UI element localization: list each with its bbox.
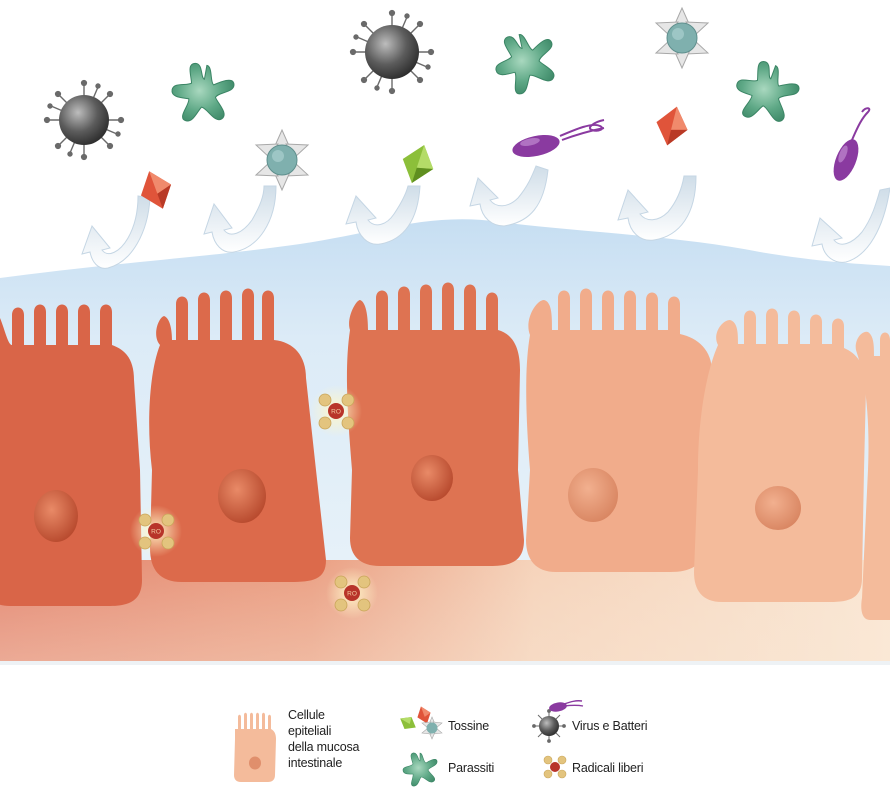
virus-1	[43, 79, 125, 161]
intestinal-mucosa-illustration: RO RO RO	[0, 6, 890, 665]
parasite-3	[736, 61, 800, 122]
nucleus-5	[755, 486, 801, 530]
repel-arrows	[81, 165, 890, 269]
legend: Cellule epiteliali della mucosa intestin…	[0, 665, 890, 800]
toxin-red-2	[656, 106, 688, 146]
illustration-bottom-edge	[0, 661, 890, 665]
radical-symbol: RO	[347, 591, 357, 598]
legend-label-free-radicals: Radicali liberi	[572, 761, 644, 775]
bacteria-icon	[549, 700, 584, 712]
epithelial-cell-1	[0, 304, 142, 606]
nucleus-4	[568, 468, 618, 522]
epithelial-cell-5	[694, 308, 890, 620]
epithelial-cell-icon	[234, 712, 276, 782]
toxin-green-1	[402, 144, 434, 184]
repel-arrow-1	[81, 195, 151, 269]
spiked-organism-1	[254, 128, 310, 192]
parasite-1	[171, 62, 235, 122]
nucleus-3	[411, 455, 453, 501]
legend-label-toxins: Tossine	[448, 719, 489, 733]
toxin-icon	[400, 706, 443, 740]
free-radical-2: RO	[310, 385, 362, 437]
virus-icon	[532, 709, 566, 743]
legend-label-virus-bacteria: Virus e Batteri	[572, 719, 648, 733]
repel-arrow-6	[811, 187, 890, 263]
parasite-2	[495, 34, 555, 95]
free-radical-icon	[543, 755, 567, 779]
free-radical-1: RO	[130, 505, 182, 557]
bacterium-2	[833, 107, 871, 181]
legend-label-cells: Cellule epiteliali della mucosa intestin…	[288, 708, 360, 770]
legend-label-parasites: Parassiti	[448, 761, 495, 775]
nucleus-2	[218, 469, 266, 523]
bacterium-1	[512, 119, 605, 157]
epithelial-cell-3	[346, 282, 524, 566]
radical-symbol: RO	[151, 529, 161, 536]
repel-arrow-3	[345, 185, 421, 245]
toxin-red-1	[140, 171, 172, 209]
nucleus-1	[34, 490, 78, 542]
repel-arrow-2	[203, 185, 277, 253]
free-radical-3: RO	[326, 567, 378, 619]
repel-arrow-5	[617, 175, 697, 241]
radical-symbol: RO	[331, 409, 341, 416]
virus-2	[349, 9, 435, 95]
epithelial-cell-2	[149, 288, 326, 582]
parasite-icon	[402, 752, 438, 787]
repel-arrow-4	[469, 165, 549, 227]
spiked-organism-2	[654, 6, 710, 70]
